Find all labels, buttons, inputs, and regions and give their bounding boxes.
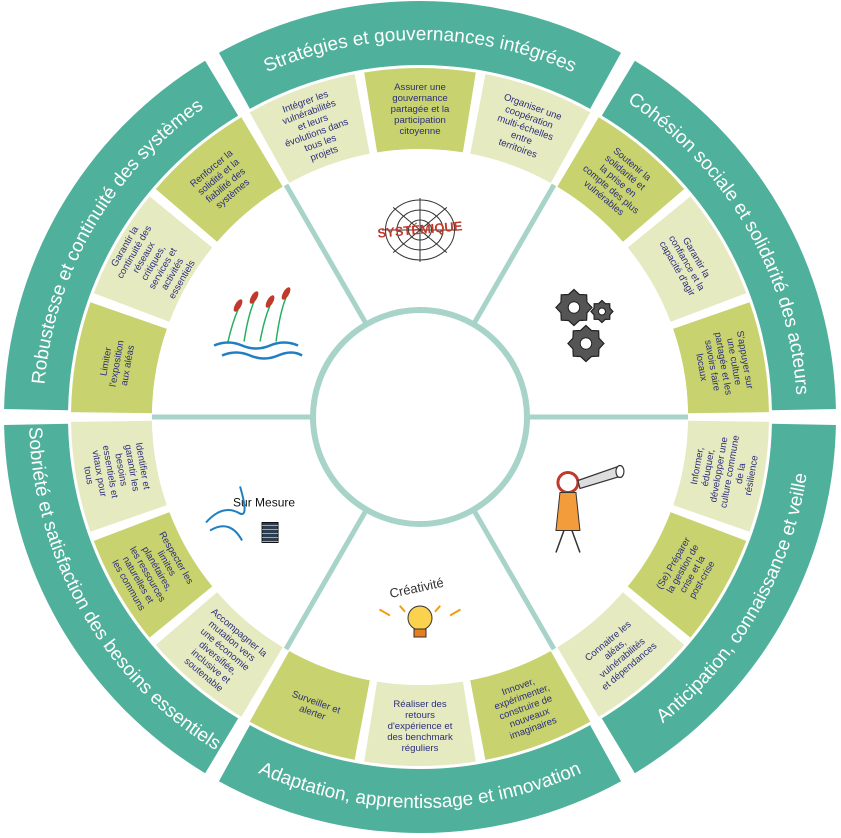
action-cell: S'appuyer surune culturepartagée et less… <box>673 302 769 414</box>
spider-web-icon: SYSTÉMIQUE <box>377 198 464 262</box>
reeds-water-icon <box>213 287 303 360</box>
sector-band-3 <box>601 423 836 774</box>
center-hub <box>310 307 530 527</box>
action-cell-text: Renforcer lasolidité et lafiabilité dess… <box>188 147 257 215</box>
telescope-person-icon <box>555 464 625 553</box>
action-cell: Respecter leslimitesplanétaires,les ress… <box>93 512 213 638</box>
action-cell: Surveiller etalerter <box>249 650 370 760</box>
action-cell-text: S'appuyer surune culturepartagée et less… <box>690 328 755 400</box>
sewing-thread-icon: Sur Mesure <box>205 486 295 543</box>
spoke-divider <box>471 183 557 326</box>
sector-band-4 <box>218 725 622 834</box>
action-cell: (Se) Préparerla gestion decrise et lapos… <box>627 512 747 638</box>
action-cell: Identifier etgarantir lesbesoinsessentie… <box>71 420 167 532</box>
action-cell: Intégrer lesvulnérabilitéset leursévolut… <box>249 74 370 184</box>
gears-icon <box>555 288 614 363</box>
action-cell: Informer,éduquer,développer uneculture c… <box>673 420 769 532</box>
spoke-divider <box>283 183 369 326</box>
action-cell: Limiterl'expositionaux aléas <box>71 302 167 414</box>
sector-band-1 <box>218 1 622 109</box>
sector-band-2 <box>601 60 836 411</box>
icon-label: Sur Mesure <box>233 496 295 510</box>
action-cell: Garantir laconfiance et lacapacité d'agi… <box>627 196 747 322</box>
action-cell-text: Identifier etgarantir lesbesoinsessentie… <box>78 439 152 503</box>
action-cell: Innover,expérimenter,construire denouvea… <box>470 650 591 760</box>
spoke-divider <box>471 508 557 651</box>
sector-band-5 <box>4 423 239 774</box>
spoke-divider <box>283 508 369 651</box>
action-cell: Soutenir lasolidarité etla prise encompt… <box>557 117 685 242</box>
action-cell: Renforcer lasolidité et lafiabilité dess… <box>155 117 283 242</box>
icon-label: SYSTÉMIQUE <box>377 218 464 240</box>
action-cell: Organiser unecoopérationmulti-échellesen… <box>470 74 591 184</box>
sector-band-6 <box>4 60 239 411</box>
